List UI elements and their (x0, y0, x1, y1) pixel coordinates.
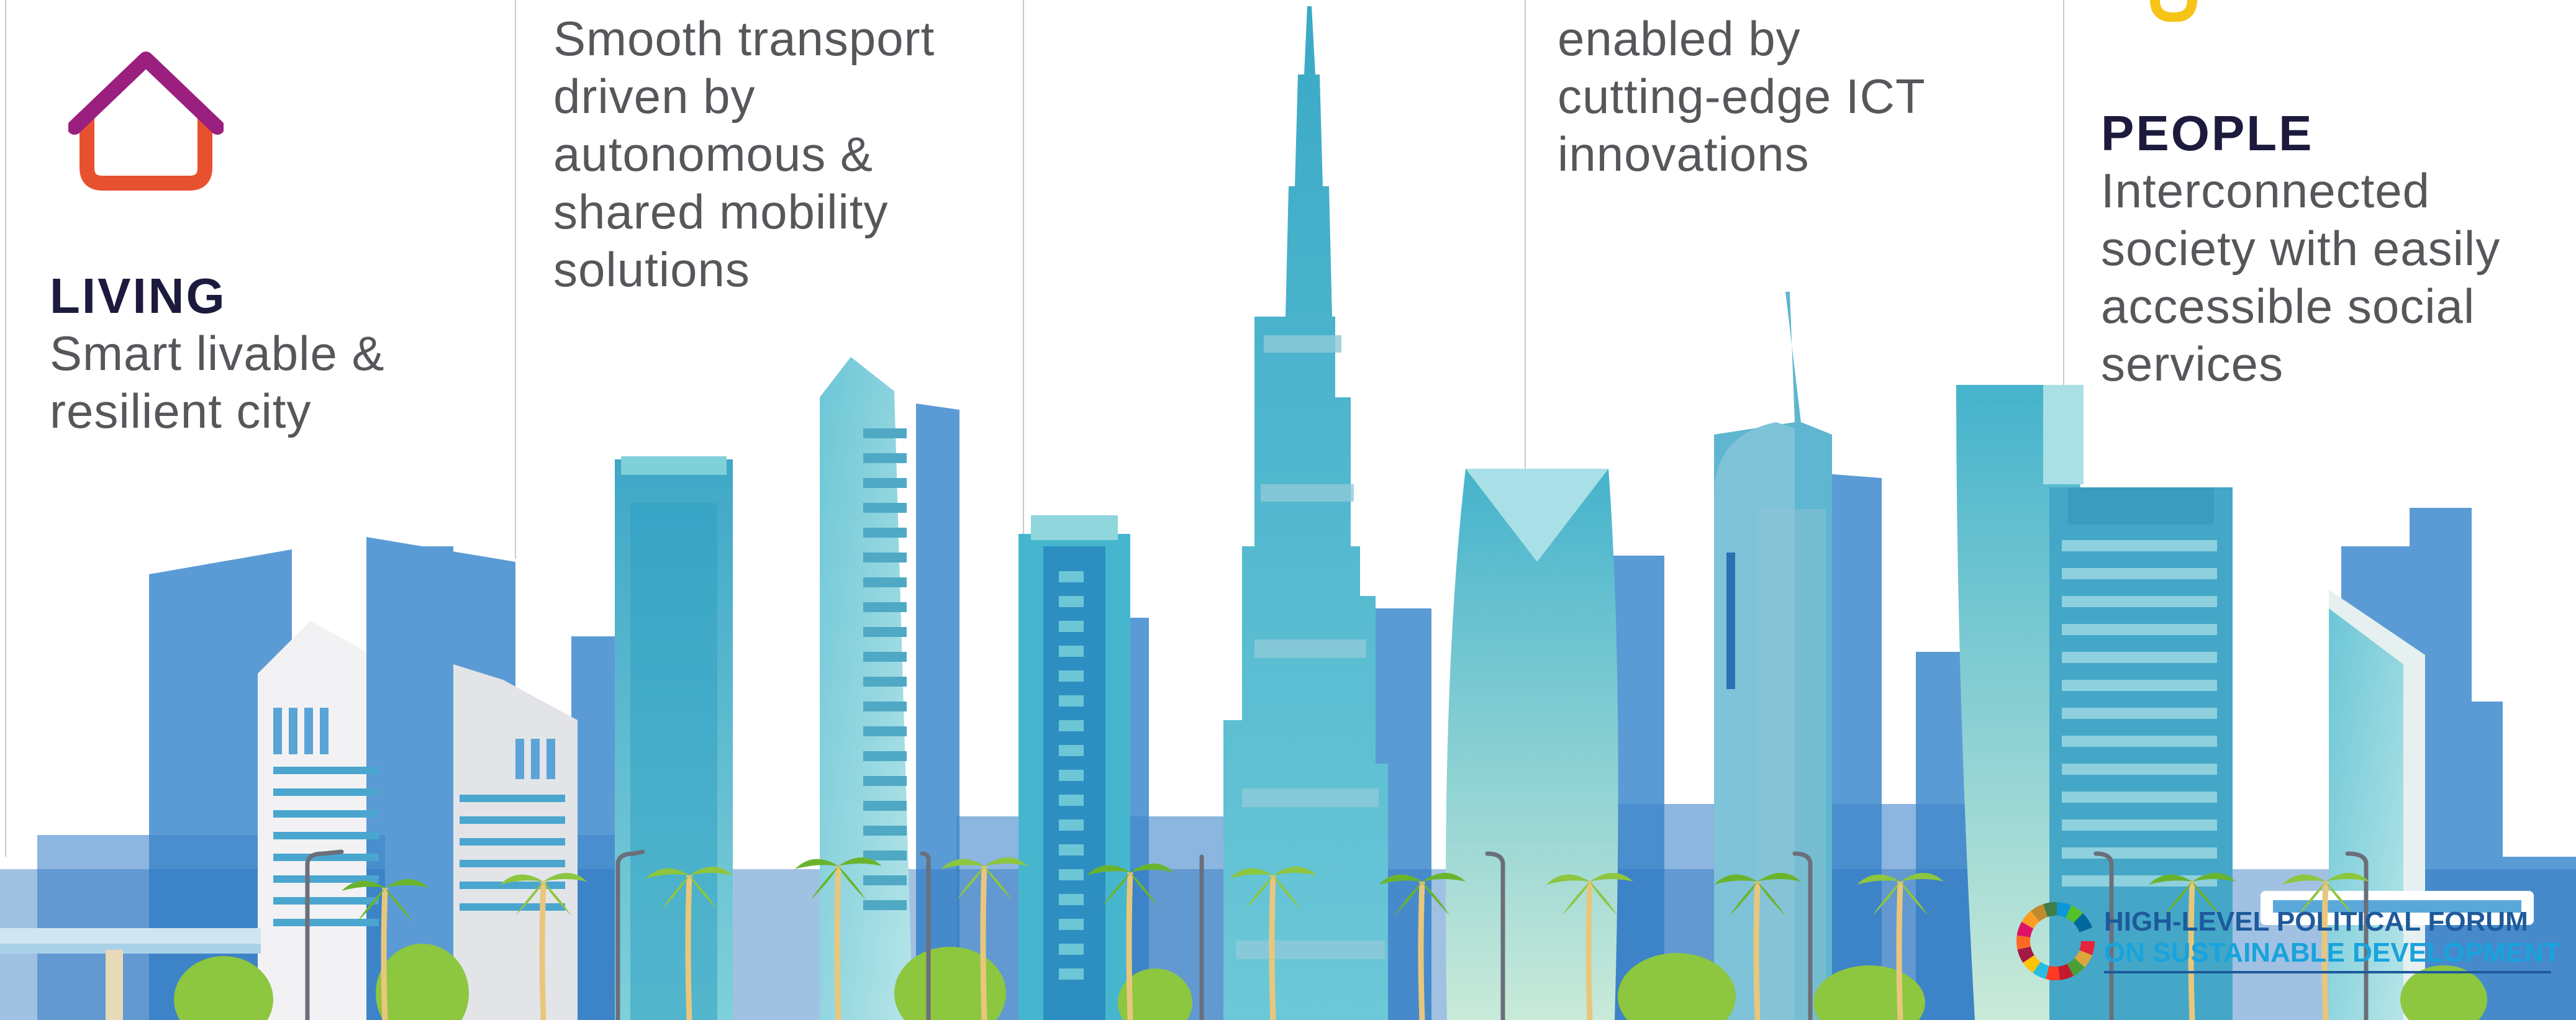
column-line: cutting-edge ICT (1558, 69, 1926, 124)
column-line: autonomous & (553, 127, 874, 181)
column-living: LIVING Smart livable & resilient city (50, 267, 484, 440)
column-divider (515, 0, 516, 559)
column-line: enabled by (1558, 11, 1801, 66)
column-line: shared mobility (553, 184, 889, 239)
column-divider (2063, 0, 2064, 385)
column-line: innovations (1558, 127, 1810, 181)
column-line: driven by (553, 69, 756, 124)
people-icon (2150, 0, 2197, 22)
hlpf-logo: HIGH-LEVEL POLITICAL FORUM ON SUSTAINABL… (2012, 894, 2561, 987)
logo-rule (2104, 971, 2551, 973)
column-line: resilient city (50, 384, 312, 438)
column-line: solutions (553, 242, 750, 297)
column-line: Smart livable & (50, 326, 385, 381)
logo-line-1: HIGH-LEVEL POLITICAL FORUM (2104, 906, 2528, 937)
column-line: services (2101, 336, 2284, 391)
column-line: accessible social (2101, 279, 2475, 333)
logo-line-2: ON SUSTAINABLE DEVELOPMENT (2104, 937, 2561, 968)
home-icon (68, 52, 224, 191)
column-divider (1023, 0, 1024, 534)
column-divider (1525, 0, 1526, 472)
column-people: PEOPLE Interconnected society with easil… (2101, 104, 2573, 393)
sdg-wheel-icon (2016, 902, 2095, 980)
column-line: society with easily (2101, 221, 2501, 276)
column-mobility: Smooth transport driven by autonomous & … (553, 10, 1013, 299)
column-divider (5, 0, 6, 857)
column-title: PEOPLE (2101, 106, 2314, 161)
column-title: LIVING (50, 268, 227, 323)
column-line: Smooth transport (553, 11, 935, 66)
column-governance: enabled by cutting-edge ICT innovations (1558, 10, 2042, 183)
column-line: Interconnected (2101, 163, 2431, 218)
